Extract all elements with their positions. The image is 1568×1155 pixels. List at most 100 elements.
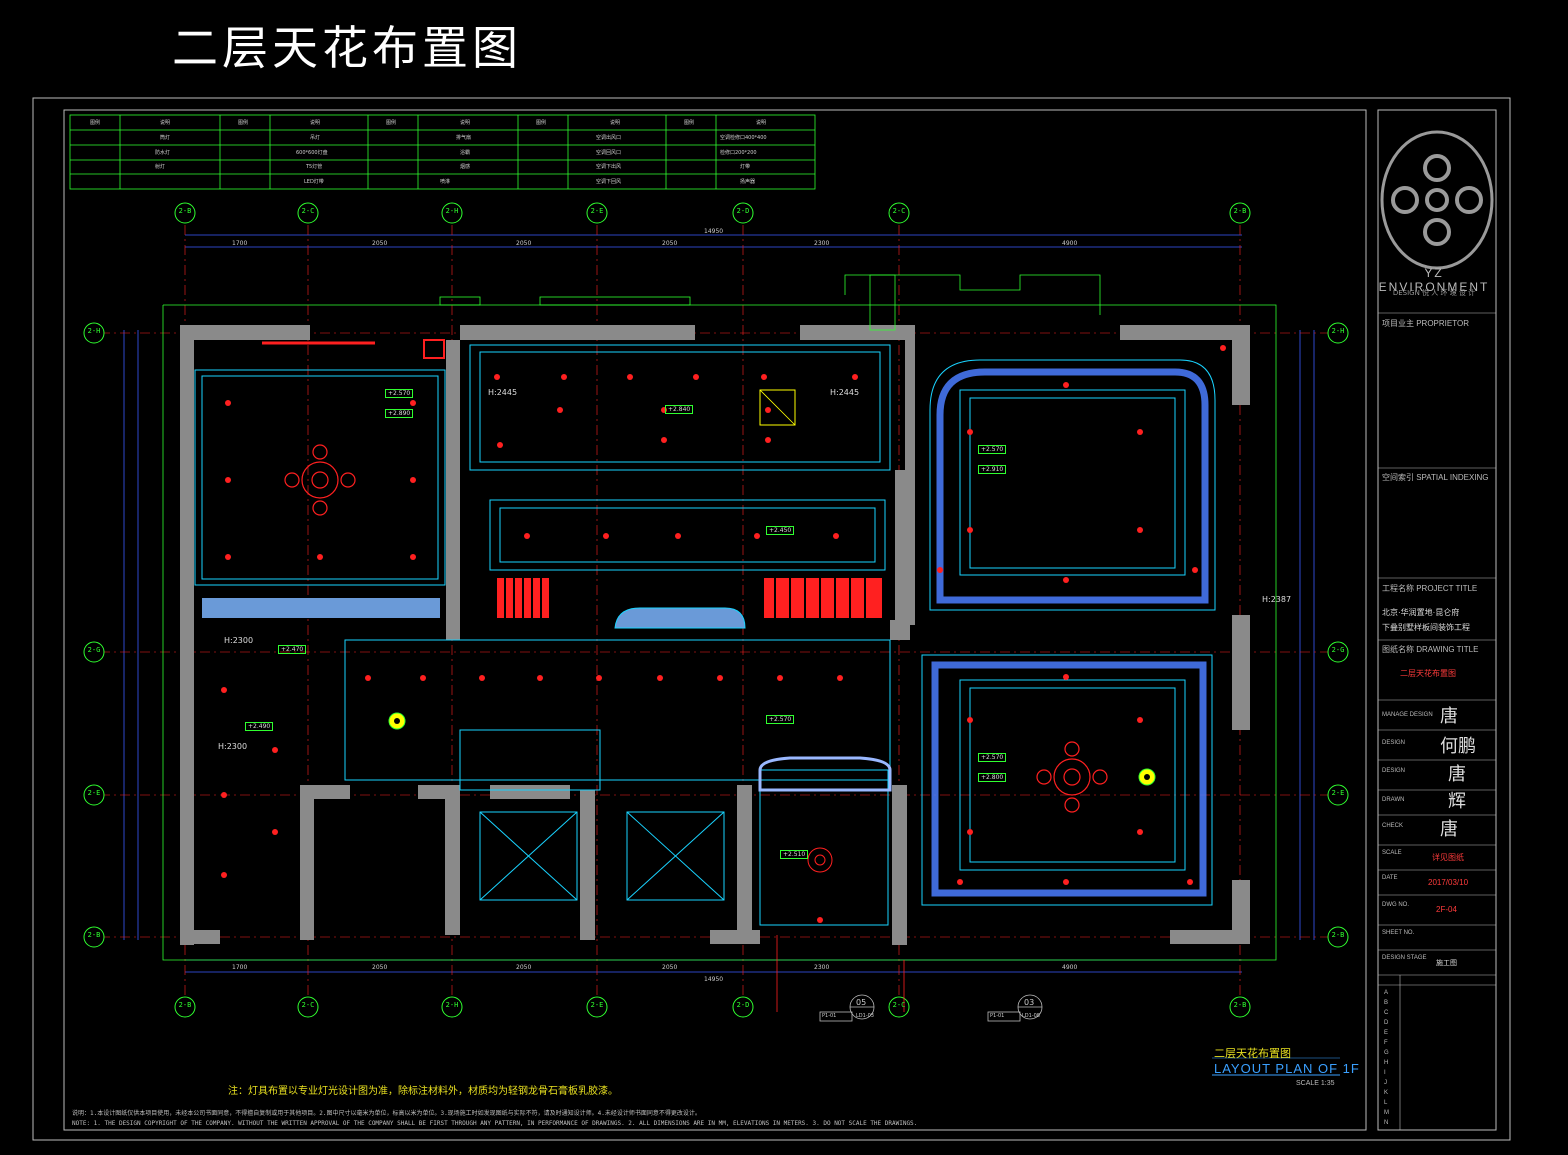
chandelier-right <box>1036 741 1108 813</box>
chandelier-left <box>284 444 356 516</box>
legend-h-4: 说明 <box>310 120 321 126</box>
section-ref-1-sheet: LD1-03 <box>856 1013 874 1019</box>
section-callouts <box>819 994 1043 1022</box>
height-label-3: H:2300 <box>224 636 254 645</box>
section-ref-2-code: P1-01 <box>990 1013 1005 1019</box>
grid-label-top-6: 2-C <box>892 207 906 215</box>
legend-r1-1: 筒灯 <box>160 135 171 141</box>
legend-h-3: 图例 <box>238 120 249 126</box>
grid-label-top-1: 2-B <box>178 207 192 215</box>
plan-scale: SCALE 1:35 <box>1296 1080 1335 1087</box>
note-general-cn: 说明：1.本设计图纸仅供本项目使用，未经本公司书面同意，不得擅自复制或用于其他项… <box>72 1110 701 1117</box>
revision-row: B <box>1384 1000 1389 1006</box>
tb-stage-value: 施工图 <box>1436 960 1457 967</box>
chandelier-center <box>807 847 833 873</box>
tb-sheet-label: SHEET NO. <box>1382 930 1415 936</box>
grid-label-bottom-5: 2-D <box>736 1001 750 1009</box>
elev-label-12: +2.510 <box>780 850 809 859</box>
revision-row: K <box>1384 1090 1389 1096</box>
tb-manage-label: MANAGE DESIGN <box>1382 712 1433 718</box>
revision-row: D <box>1384 1020 1389 1026</box>
dim-bottom-2: 2050 <box>372 964 388 971</box>
grid-label-bottom-2: 2-C <box>301 1001 315 1009</box>
grid-label-right-4: 2-B <box>1331 931 1345 939</box>
dim-bottom-3: 2050 <box>516 964 532 971</box>
legend-r4-3: 喷淋 <box>440 179 451 185</box>
legend-h-10: 说明 <box>756 120 767 126</box>
elev-label-6: +2.470 <box>278 645 307 654</box>
ceiling-outlines <box>194 344 1216 926</box>
legend-r2-4: 空调回风口 <box>596 150 622 156</box>
tb-drawing-title: 二层天花布置图 <box>1400 669 1456 678</box>
revision-row: G <box>1384 1050 1389 1056</box>
legend-h-7: 图例 <box>536 120 547 126</box>
elev-label-9: +2.910 <box>978 465 1007 474</box>
dim-bottom-4: 2050 <box>662 964 678 971</box>
dim-bottom-6: 4900 <box>1062 964 1078 971</box>
revision-row: F <box>1384 1040 1388 1046</box>
dim-total-bottom: 14950 <box>704 976 724 983</box>
legend-r3-3: 烟感 <box>460 164 471 170</box>
grid-label-left-4: 2-B <box>87 931 101 939</box>
company-subtitle: DESIGN 悦 人 环 境 设 计 <box>1392 289 1476 297</box>
tb-drawn-label: DRAWN <box>1382 797 1405 803</box>
legend-r4-5: 扬声器 <box>740 179 756 185</box>
ornament-top <box>758 756 892 792</box>
tb-project-title-1: 北京·华润置地·昆仑府 <box>1382 608 1460 617</box>
section-ref-1-code: P1-01 <box>822 1013 837 1019</box>
height-label-1: H:2445 <box>488 388 518 397</box>
dim-top-1: 1700 <box>232 240 248 247</box>
tb-project-title-label: 工程名称 PROJECT TITLE <box>1382 584 1478 593</box>
tb-scale-value: 详见图纸 <box>1432 853 1464 862</box>
bath-fixture <box>614 607 746 629</box>
legend-r3-1: 射灯 <box>155 164 166 170</box>
elev-label-2: +2.890 <box>385 409 414 418</box>
legend-r1-5: 空调检修口400*400 <box>720 135 767 141</box>
legend-r1-2: 吊灯 <box>310 135 321 141</box>
legend-h-1: 图例 <box>90 120 101 126</box>
red-box <box>423 339 445 359</box>
height-label-5: H:2387 <box>1262 595 1292 604</box>
tb-drawing-title-label: 图纸名称 DRAWING TITLE <box>1382 645 1479 654</box>
grid-label-left-1: 2-H <box>87 327 101 335</box>
grid-label-left-3: 2-E <box>87 789 101 797</box>
decorative-cove <box>931 368 1209 897</box>
tb-project-title-2: 下叠别墅样板间装饰工程 <box>1382 623 1470 632</box>
section-ref-2-sheet: LD1-08 <box>1022 1013 1040 1019</box>
elev-label-8: +2.570 <box>978 445 1007 454</box>
legend-r2-3: 浴霸 <box>460 150 471 156</box>
company-logo-emblem <box>1380 130 1494 270</box>
legend-r1-3: 排气扇 <box>456 135 472 141</box>
legend-h-8: 说明 <box>610 120 621 126</box>
legend-h-5: 图例 <box>386 120 397 126</box>
section-ref-2-num: 03 <box>1024 998 1035 1007</box>
dim-bottom-1: 1700 <box>232 964 248 971</box>
tb-date-value: 2017/03/10 <box>1428 878 1469 887</box>
dim-top-4: 2050 <box>662 240 678 247</box>
tb-dwg-label: DWG NO. <box>1382 902 1409 908</box>
grid-label-bottom-4: 2-E <box>590 1001 604 1009</box>
tb-date-label: DATE <box>1382 875 1398 881</box>
tb-scale-label: SCALE <box>1382 850 1402 856</box>
elev-label-1: +2.570 <box>385 389 414 398</box>
tb-sign-3: 唐 <box>1448 764 1466 785</box>
height-label-4: H:2300 <box>218 742 248 751</box>
tb-dwg-value: 2F-04 <box>1436 905 1457 914</box>
tb-sign-2: 何鹏 <box>1440 736 1476 757</box>
grid-label-left-2: 2-G <box>87 646 101 654</box>
grid-label-bottom-1: 2-B <box>178 1001 192 1009</box>
revision-row: I <box>1384 1070 1386 1076</box>
page-title: 二层天花布置图 <box>172 21 522 75</box>
revision-row: H <box>1384 1060 1389 1066</box>
legend-r2-2: 600*600灯盘 <box>296 150 328 156</box>
tb-sign-4: 辉 <box>1448 791 1466 812</box>
dim-bottom-5: 2300 <box>814 964 830 971</box>
window-blind <box>202 598 440 618</box>
section-lines <box>776 935 905 1012</box>
tb-proprietor-label: 项目业主 PROPRIETOR <box>1382 319 1469 328</box>
outline-green <box>162 274 1277 961</box>
titleblock-frame <box>1377 109 1497 1131</box>
legend-r2-5: 检修口200*200 <box>720 150 757 156</box>
dim-total-top: 14950 <box>704 228 724 235</box>
